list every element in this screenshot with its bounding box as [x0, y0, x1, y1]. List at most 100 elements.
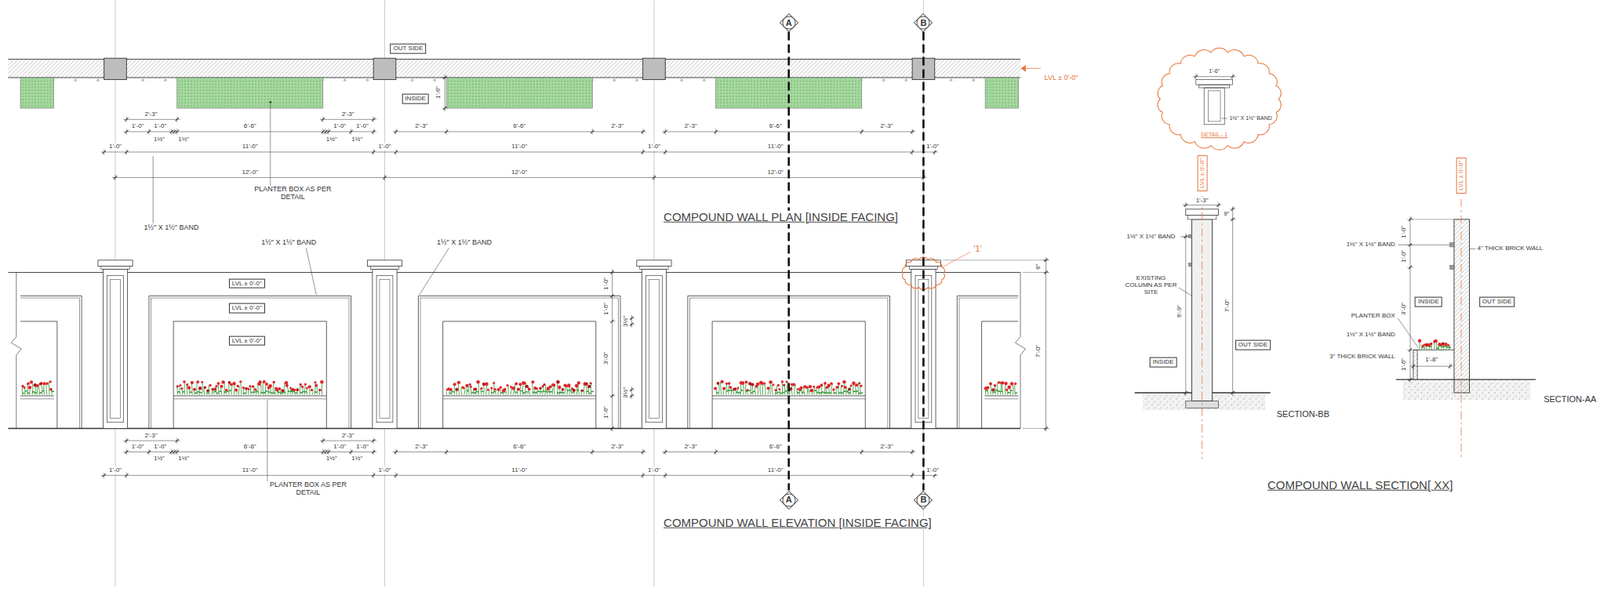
- leaf: [814, 389, 817, 392]
- column-shaft: [641, 269, 666, 430]
- flower-stem: [759, 382, 761, 396]
- column-panel: [107, 275, 124, 422]
- dimension-tick: [860, 130, 864, 134]
- flower: [187, 385, 192, 390]
- flower-stem: [215, 386, 217, 396]
- dimension-tick: [443, 106, 447, 110]
- dimension-text: 4" THICK BRICK WALL: [1476, 245, 1545, 253]
- dimension-text: 2'-3": [880, 443, 895, 451]
- flower-stem: [771, 385, 773, 396]
- node-text: LVL ± 0'-0": [232, 336, 262, 344]
- dimension-tick: [382, 175, 386, 179]
- flower: [449, 388, 453, 392]
- dimension-text: 1'-0": [602, 276, 610, 291]
- column-cap: [370, 266, 399, 270]
- dimension-tick: [714, 450, 718, 454]
- column-panel: [376, 275, 393, 422]
- dimension-tick: [629, 323, 633, 327]
- dimension-text: 2'-3": [341, 432, 356, 440]
- dimension-text: 1'-6": [602, 405, 610, 420]
- dimension-text: 1½" X 1½" BAND: [143, 224, 200, 233]
- flower-stem: [299, 385, 302, 396]
- flower: [572, 389, 576, 393]
- dimension-text: 1'-0": [1400, 225, 1408, 240]
- dimension-text: 11'-0": [241, 143, 259, 151]
- panel-opening: [981, 321, 1019, 430]
- tag-box: INSIDE: [1414, 297, 1443, 308]
- flower-stem: [1000, 382, 1002, 395]
- node-text: LVL ± 0'-0": [232, 279, 262, 287]
- band: [1450, 243, 1455, 248]
- flower: [299, 383, 302, 386]
- flower: [248, 385, 251, 388]
- dimension-text: 1½" X 1½" BAND: [1125, 232, 1176, 240]
- note-text: EXISTING COLUMN AS PER SITE: [1123, 275, 1179, 296]
- flower: [254, 388, 257, 391]
- flower: [476, 380, 480, 385]
- marker-diamond: [779, 490, 798, 510]
- leaf: [779, 392, 782, 395]
- leaf: [591, 390, 594, 393]
- flower: [767, 386, 771, 390]
- flower: [826, 384, 831, 389]
- flower: [993, 384, 997, 388]
- flower: [741, 381, 746, 386]
- dimension-text: 2'-3": [610, 123, 625, 131]
- flower: [524, 385, 528, 389]
- flower: [490, 387, 493, 390]
- dimension-text: 9": [1222, 210, 1230, 219]
- leaf: [451, 391, 455, 393]
- flower-stem: [191, 382, 193, 396]
- leaf: [823, 392, 826, 394]
- dimension-text: 3" THICK BRICK WALL: [1328, 353, 1397, 361]
- leader-line: [419, 247, 450, 295]
- dimension-tick: [102, 150, 106, 154]
- leaf: [1014, 392, 1018, 395]
- dimension-tick: [610, 270, 615, 274]
- flower: [1000, 381, 1004, 385]
- ground-line: [7, 428, 1021, 430]
- dimension-tick: [1408, 378, 1412, 382]
- tag-box: INSIDE: [401, 94, 430, 105]
- dimension-tick: [910, 150, 914, 154]
- flower-stem: [725, 383, 728, 395]
- leaf: [24, 390, 27, 393]
- dimension-tick: [1448, 364, 1452, 368]
- section-line: [922, 32, 925, 491]
- dimension-tick: [349, 450, 353, 454]
- leaf: [206, 392, 209, 394]
- dimension-text: 1'-6": [1207, 68, 1221, 75]
- flower: [843, 385, 848, 390]
- dimension-text: 3'-0": [602, 351, 610, 366]
- flower-stem: [764, 383, 766, 396]
- dimension-line: [1410, 216, 1411, 383]
- dimension-text: 1'-6": [1400, 357, 1408, 372]
- dimension-line: [1192, 76, 1237, 77]
- flower: [518, 382, 522, 386]
- dimension-tick: [349, 130, 353, 134]
- dimension-text: SECTION-BB: [1276, 409, 1331, 419]
- flower: [277, 387, 281, 391]
- dimension-line: [1185, 233, 1186, 397]
- flower-stem: [218, 383, 219, 395]
- leaf: [1421, 346, 1424, 349]
- flower: [768, 380, 773, 385]
- note-text: PLANTER BOX AS PER DETAIL: [240, 185, 345, 202]
- flower: [577, 381, 581, 385]
- flower: [493, 388, 496, 391]
- dimension-text: 2'-3": [683, 123, 699, 131]
- flower: [548, 385, 552, 390]
- dimension-tick: [444, 130, 448, 134]
- dimension-tick: [327, 130, 331, 134]
- dimension-tick: [175, 117, 179, 121]
- flower-stem: [183, 381, 186, 396]
- flower: [785, 380, 789, 383]
- leaf: [716, 392, 719, 394]
- leaf: [781, 392, 785, 394]
- dimension-tick: [629, 388, 633, 392]
- flower: [262, 380, 266, 384]
- view-title: COMPOUND WALL SECTION[ XX]: [1265, 479, 1455, 493]
- dimension-tick: [371, 473, 375, 477]
- leaf: [840, 392, 844, 394]
- level-tag: LVL ± 0'-0": [1196, 155, 1208, 192]
